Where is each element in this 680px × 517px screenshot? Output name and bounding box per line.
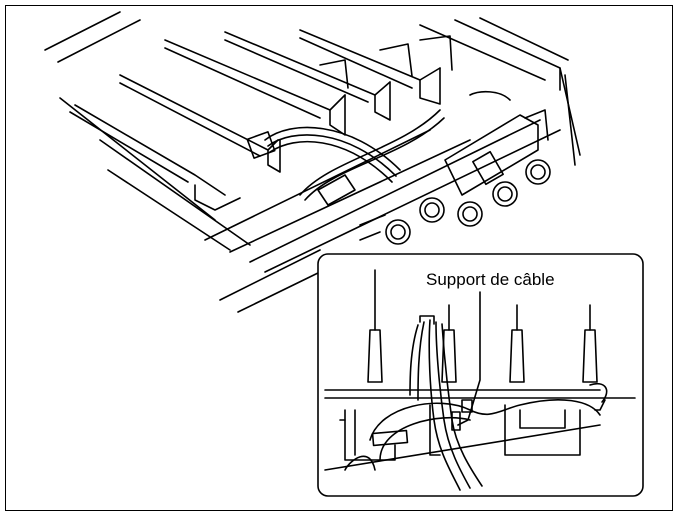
knobs — [359, 159, 551, 245]
circuit-boards — [69, 29, 453, 211]
cable-bundle-main — [246, 90, 511, 206]
inset-housings — [344, 399, 606, 461]
inset-rails — [324, 389, 636, 471]
connector-panel — [444, 109, 549, 196]
inset-posts — [367, 269, 598, 383]
chassis-outline — [44, 11, 581, 313]
callout-leader-line — [457, 291, 481, 426]
inset-cable-bundle — [344, 315, 608, 491]
callout-label-cable-support: Support de câble — [426, 270, 555, 289]
